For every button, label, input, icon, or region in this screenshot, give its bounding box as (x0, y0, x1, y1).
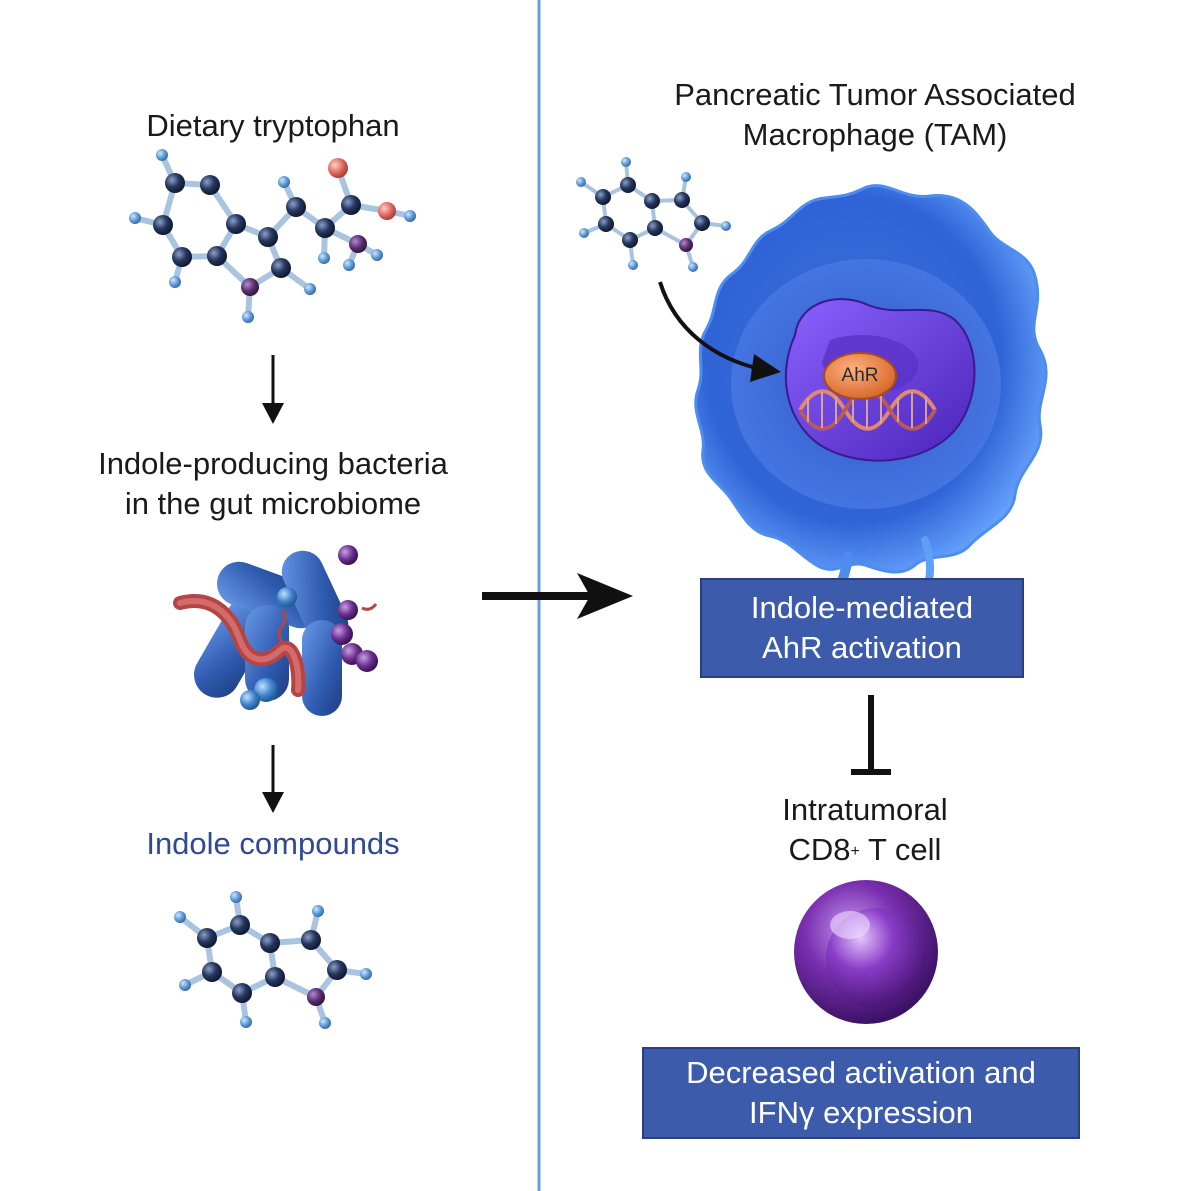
bacteria-cluster (173, 545, 378, 716)
indole-molecule-left (177, 894, 369, 1026)
tryptophan-label: Dietary tryptophan (146, 108, 400, 143)
indole-atoms-left (174, 891, 372, 1029)
outcome-box: Decreased activation and IFNγ expression (642, 1047, 1080, 1139)
tcell-label: Intratumoral CD8+ T cell (782, 792, 948, 867)
indole-compounds-label: Indole compounds (146, 826, 400, 861)
tryptophan-atoms (129, 149, 416, 323)
ahr-protein (823, 352, 897, 400)
curved-arrow (658, 281, 766, 372)
tcell (794, 880, 938, 1024)
indole-molecule-right (579, 160, 728, 269)
indole-atoms-right (576, 157, 731, 272)
ahr-label: AhR (841, 365, 879, 386)
tam-label: Pancreatic Tumor Associated Macrophage (… (674, 77, 1076, 152)
macrophage-cell (694, 184, 1048, 610)
bacteria-label: Indole-producing bacteria in the gut mic… (98, 446, 448, 521)
activation-box: Indole-mediated AhR activation (700, 578, 1024, 678)
